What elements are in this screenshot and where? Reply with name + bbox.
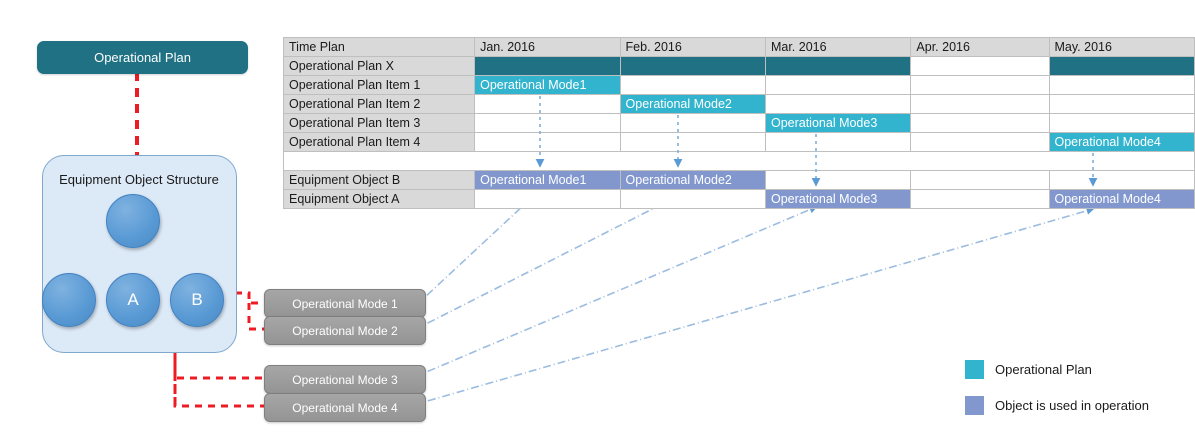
equipment-node-a-label: A	[127, 290, 139, 309]
table-cell	[764, 75, 912, 95]
operational-mode-box-1[interactable]: Operational Mode 1	[264, 289, 426, 318]
equipment-node-root[interactable]	[106, 194, 160, 248]
operational-plan-box[interactable]: Operational Plan	[37, 41, 248, 74]
table-month-header-feb: Feb. 2016	[619, 37, 766, 57]
table-row-label: Equipment Object B	[282, 170, 476, 190]
table-month-header-may: May. 2016	[1048, 37, 1195, 57]
blue-connector-mode1-to-cell	[423, 188, 542, 299]
table-cell	[910, 56, 1050, 76]
legend: Operational Plan Object is used in opera…	[965, 360, 1149, 432]
table-row: Operational Plan X	[282, 56, 1195, 76]
table-cell[interactable]: Operational Mode2	[619, 170, 766, 190]
table-month-header-apr: Apr. 2016	[910, 37, 1050, 57]
table-cell	[764, 94, 912, 114]
table-cell[interactable]: Operational Mode1	[474, 170, 621, 190]
operational-mode-box-3[interactable]: Operational Mode 3	[264, 365, 426, 394]
table-cell	[1048, 113, 1195, 133]
table-cell	[764, 170, 912, 190]
table-month-header-jan: Jan. 2016	[474, 37, 621, 57]
table-cell	[619, 113, 766, 133]
table-cell	[910, 94, 1050, 114]
table-cell	[910, 170, 1050, 190]
table-row: Operational Plan Item 3 Operational Mode3	[282, 113, 1195, 133]
time-plan-table: Time Plan Jan. 2016 Feb. 2016 Mar. 2016 …	[282, 37, 1195, 209]
operational-mode-box-1-label: Operational Mode 1	[292, 296, 398, 311]
equipment-object-structure-title: Equipment Object Structure	[59, 172, 219, 187]
legend-label-operational-plan: Operational Plan	[995, 362, 1092, 377]
table-row-label: Equipment Object A	[282, 189, 476, 209]
table-cell[interactable]: Operational Mode4	[1048, 132, 1195, 152]
table-cell	[619, 56, 766, 76]
table-row-label: Operational Plan Item 2	[282, 94, 476, 114]
table-cell	[619, 75, 766, 95]
table-row: Equipment Object A Operational Mode3 Opera…	[282, 189, 1195, 209]
table-cell	[474, 113, 621, 133]
table-cell[interactable]: Operational Mode3	[764, 189, 912, 209]
equipment-node-child-1[interactable]	[42, 273, 96, 327]
equipment-node-b-label: B	[191, 290, 203, 309]
legend-item-object-used: Object is used in operation	[965, 396, 1149, 415]
equipment-node-b[interactable]: B	[170, 273, 224, 327]
table-cell[interactable]: Operational Mode1	[474, 75, 621, 95]
table-cell	[910, 113, 1050, 133]
table-cell	[1048, 170, 1195, 190]
operational-mode-box-2[interactable]: Operational Mode 2	[264, 316, 426, 345]
table-row-label: Operational Plan X	[282, 56, 476, 76]
table-cell	[619, 189, 766, 209]
table-row-label: Operational Plan Item 4	[282, 132, 476, 152]
blue-connector-mode3-to-cell	[423, 205, 818, 374]
operational-plan-label: Operational Plan	[94, 50, 191, 65]
table-row: Operational Plan Item 2 Operational Mode2	[282, 94, 1195, 114]
table-spacer-cell	[283, 151, 1195, 171]
table-row-label: Operational Plan Item 3	[282, 113, 476, 133]
blue-connector-mode2-to-cell	[423, 195, 680, 326]
legend-label-object-used: Object is used in operation	[995, 398, 1149, 413]
operational-mode-box-4-label: Operational Mode 4	[292, 400, 398, 415]
table-spacer-row	[283, 151, 1195, 171]
table-cell	[474, 56, 621, 76]
table-cell[interactable]: Operational Mode4	[1048, 189, 1195, 209]
table-cell	[764, 132, 912, 152]
operational-mode-box-4[interactable]: Operational Mode 4	[264, 393, 426, 422]
table-cell[interactable]: Operational Mode2	[619, 94, 766, 114]
table-row: Operational Plan Item 4 Operational Mode4	[282, 132, 1195, 152]
table-cell	[474, 94, 621, 114]
legend-swatch-object-used	[965, 396, 984, 415]
table-cell	[910, 189, 1050, 209]
table-cell	[619, 132, 766, 152]
table-cell	[1048, 75, 1195, 95]
operational-mode-box-2-label: Operational Mode 2	[292, 323, 398, 338]
legend-swatch-operational-plan	[965, 360, 984, 379]
equipment-node-a[interactable]: A	[106, 273, 160, 327]
red-connector-a-to-modes	[158, 291, 264, 408]
table-cell	[910, 75, 1050, 95]
table-header-row: Time Plan Jan. 2016 Feb. 2016 Mar. 2016 …	[282, 37, 1195, 57]
table-cell	[910, 132, 1050, 152]
table-cell[interactable]: Operational Mode3	[764, 113, 912, 133]
table-cell	[1048, 94, 1195, 114]
table-row-label: Operational Plan Item 1	[282, 75, 476, 95]
blue-connector-mode4-to-cell	[423, 206, 1095, 403]
legend-item-operational-plan: Operational Plan	[965, 360, 1149, 379]
table-cell	[474, 189, 621, 209]
table-cell	[1048, 56, 1195, 76]
table-month-header-mar: Mar. 2016	[764, 37, 912, 57]
table-cell	[474, 132, 621, 152]
table-corner-header: Time Plan	[282, 37, 476, 57]
operational-mode-box-3-label: Operational Mode 3	[292, 372, 398, 387]
table-cell	[764, 56, 912, 76]
